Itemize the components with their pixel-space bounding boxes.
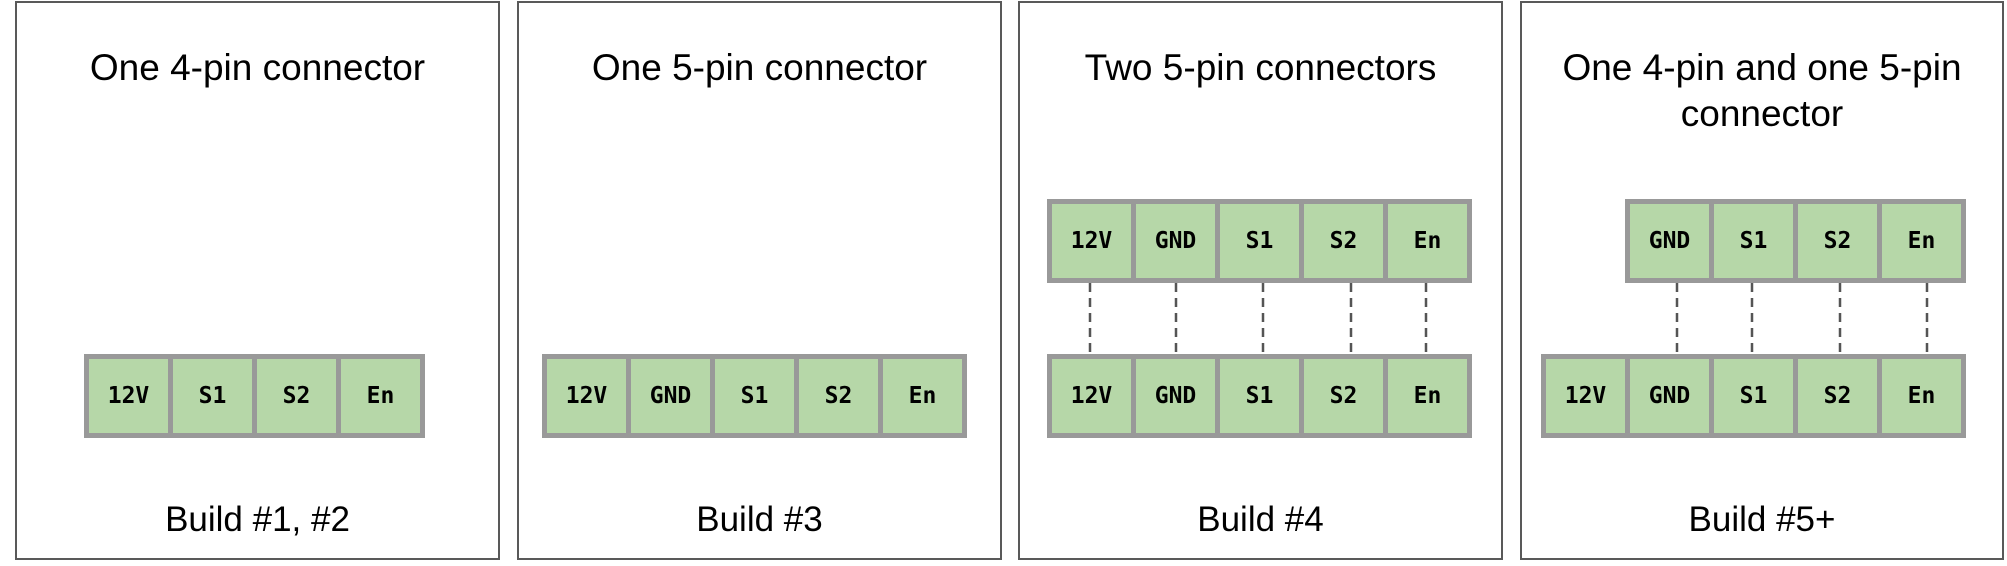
- pin-s2: S2: [799, 359, 878, 433]
- pin-en: En: [1882, 204, 1961, 278]
- panel-title: Two 5-pin connectors: [1084, 47, 1437, 88]
- pin-en: En: [883, 359, 962, 433]
- pin-s1: S1: [1714, 359, 1793, 433]
- panel-title: One 5-pin connector: [591, 47, 928, 88]
- pin-s1: S1: [1714, 204, 1793, 278]
- pin-gnd: GND: [1136, 359, 1215, 433]
- pin-s2: S2: [1304, 204, 1383, 278]
- wire-links: [1675, 283, 1929, 354]
- wire-links: [1088, 283, 1428, 354]
- connector-4pin-top: GND S1 S2 En: [1625, 199, 1966, 283]
- pin-en: En: [1388, 204, 1467, 278]
- pin-12v: 12V: [1052, 359, 1131, 433]
- pin-s2: S2: [1798, 204, 1877, 278]
- pin-12v: 12V: [547, 359, 626, 433]
- connector-5pin-top: 12V GND S1 S2 En: [1047, 199, 1472, 283]
- pin-12v: 12V: [89, 359, 168, 433]
- build-label: Build #5+: [1688, 500, 1836, 539]
- pin-s1: S1: [173, 359, 252, 433]
- pin-s1: S1: [715, 359, 794, 433]
- pin-gnd: GND: [1136, 204, 1215, 278]
- connector-5pin: 12V GND S1 S2 En: [542, 354, 967, 438]
- panel-build-1-2: One 4-pin connector 12V S1 S2 En Build #…: [15, 1, 500, 560]
- pin-12v: 12V: [1546, 359, 1625, 433]
- pin-s2: S2: [257, 359, 336, 433]
- pin-gnd: GND: [1630, 204, 1709, 278]
- pin-en: En: [341, 359, 420, 433]
- panel-title: One 4-pin connector: [89, 47, 426, 88]
- pin-s2: S2: [1798, 359, 1877, 433]
- build-label: Build #1, #2: [165, 500, 350, 539]
- panel-build-4: Two 5-pin connectors 12V GND S1 S2 En 12…: [1018, 1, 1503, 560]
- pin-s1: S1: [1220, 204, 1299, 278]
- build-label: Build #4: [1197, 500, 1324, 539]
- connector-5pin-bottom: 12V GND S1 S2 En: [1047, 354, 1472, 438]
- connector-4pin: 12V S1 S2 En: [84, 354, 425, 438]
- pin-en: En: [1882, 359, 1961, 433]
- pin-gnd: GND: [1630, 359, 1709, 433]
- pin-s1: S1: [1220, 359, 1299, 433]
- pin-gnd: GND: [631, 359, 710, 433]
- pin-en: En: [1388, 359, 1467, 433]
- panel-build-3: One 5-pin connector 12V GND S1 S2 En Bui…: [517, 1, 1002, 560]
- build-label: Build #3: [696, 500, 823, 539]
- pin-s2: S2: [1304, 359, 1383, 433]
- pin-12v: 12V: [1052, 204, 1131, 278]
- panel-title: One 4-pin and one 5-pin connector: [1562, 47, 1962, 134]
- panel-build-5-plus: One 4-pin and one 5-pin connector GND S1…: [1520, 1, 2004, 560]
- connector-5pin-bottom: 12V GND S1 S2 En: [1541, 354, 1966, 438]
